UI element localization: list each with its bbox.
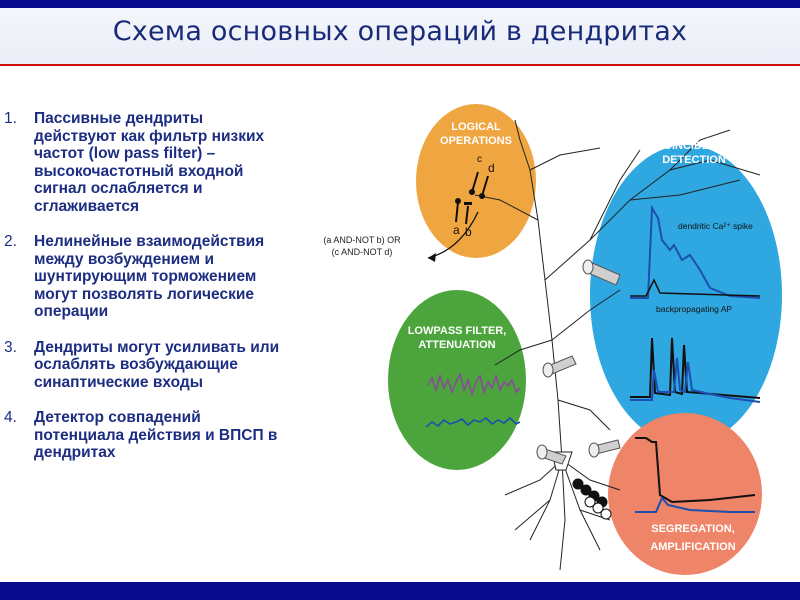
coincidence-title-line2: DETECTION xyxy=(662,154,726,166)
logic-arrowhead xyxy=(428,253,436,262)
list-item-number: 2. xyxy=(4,233,17,251)
slide-title: Схема основных операций в дендритах xyxy=(0,16,800,47)
lowpass-title-line1: LOWPASS FILTER, xyxy=(408,325,507,337)
synapse-c-label: c xyxy=(477,154,482,165)
coincidence-title-line1: COINCIDENCE xyxy=(655,140,732,152)
bap-label: backpropagating AP xyxy=(656,304,732,314)
list-item: 1. Пассивные дендриты действуют как филь… xyxy=(4,110,286,215)
logical-title-line2: OPERATIONS xyxy=(440,135,512,147)
dendrite-diagram-svg: c d a b LOGICAL OPERATIONS (a AND-NOT b)… xyxy=(290,100,800,582)
synapse-a-label: a xyxy=(453,223,460,237)
operations-list: 1. Пассивные дендриты действуют как филь… xyxy=(4,110,286,480)
lowpass-title-line2: ATTENUATION xyxy=(418,339,495,351)
list-item-text: Пассивные дендриты действуют как фильтр … xyxy=(34,110,264,215)
bottom-banner xyxy=(0,582,800,600)
list-item-text: Детектор совпадений потенциала действия … xyxy=(34,409,277,461)
list-item-number: 4. xyxy=(4,409,17,427)
dendrite-diagram: c d a b LOGICAL OPERATIONS (a AND-NOT b)… xyxy=(290,100,800,582)
list-item: 3. Дендриты могут усиливать или ослаблят… xyxy=(4,339,286,392)
list-item-text: Дендриты могут усиливать или ослаблять в… xyxy=(34,339,279,391)
logic-expression-line2: (c AND-NOT d) xyxy=(332,247,393,257)
synapse-d-label: d xyxy=(488,161,495,175)
ca-spike-label: dendritic Ca²⁺ spike xyxy=(678,221,753,231)
list-item-number: 3. xyxy=(4,339,17,357)
segregation-title-line1: SEGREGATION, xyxy=(651,523,735,535)
title-divider xyxy=(0,64,800,66)
top-banner xyxy=(0,0,800,8)
logical-title-line1: LOGICAL xyxy=(451,121,501,133)
list-item-text: Нелинейные взаимодействия между возбужде… xyxy=(34,233,264,320)
list-item-number: 1. xyxy=(4,110,17,128)
coincidence-detection-bubble xyxy=(590,145,782,445)
list-item: 2. Нелинейные взаимодействия между возбу… xyxy=(4,233,286,321)
segregation-title-line2: AMPLIFICATION xyxy=(650,541,735,553)
logic-expression-line1: (a AND-NOT b) OR xyxy=(323,235,401,245)
list-item: 4. Детектор совпадений потенциала действ… xyxy=(4,409,286,462)
